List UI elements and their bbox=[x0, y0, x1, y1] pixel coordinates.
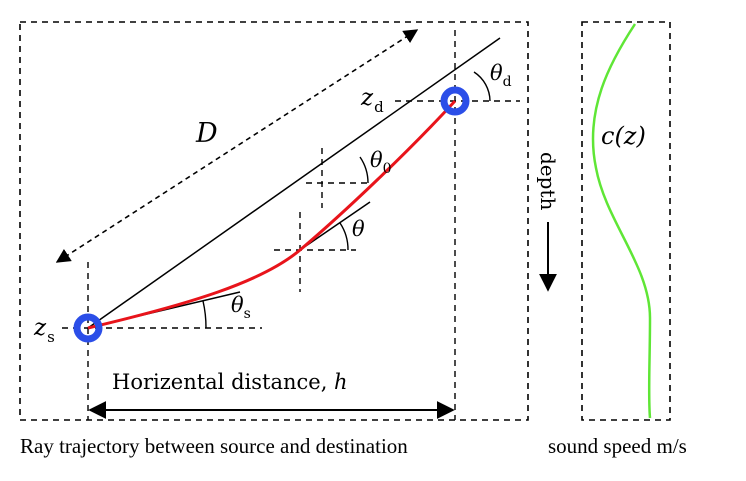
horizontal-distance-label: Horizental distance, h bbox=[112, 370, 348, 394]
ray-frame bbox=[19, 21, 529, 421]
theta-d-arc bbox=[473, 71, 491, 102]
ray-trajectory bbox=[87, 99, 457, 330]
distance-label: D bbox=[195, 118, 218, 149]
source-node bbox=[73, 313, 103, 343]
mid-tangent bbox=[299, 201, 371, 251]
z-src-label: zs bbox=[33, 315, 55, 346]
direct-line bbox=[87, 37, 501, 329]
sound-speed-function-label: c(z) bbox=[601, 122, 646, 150]
right-caption: sound speed m/s bbox=[548, 434, 687, 458]
theta-label: θ bbox=[352, 217, 365, 241]
z-dest-label: zd bbox=[360, 85, 384, 116]
theta-0-label: θ0 bbox=[370, 148, 392, 177]
depth-label: depth bbox=[536, 152, 560, 210]
theta-arc bbox=[339, 222, 349, 251]
sound-speed-frame bbox=[581, 21, 671, 421]
theta0-arc bbox=[359, 156, 369, 184]
sound-speed-curve bbox=[591, 23, 652, 419]
left-caption: Ray trajectory between source and destin… bbox=[20, 434, 408, 458]
theta-s-arc bbox=[202, 300, 207, 329]
dest-node bbox=[440, 86, 470, 116]
theta-s-label: θs bbox=[231, 293, 251, 322]
theta-d-label: θd bbox=[490, 61, 512, 90]
